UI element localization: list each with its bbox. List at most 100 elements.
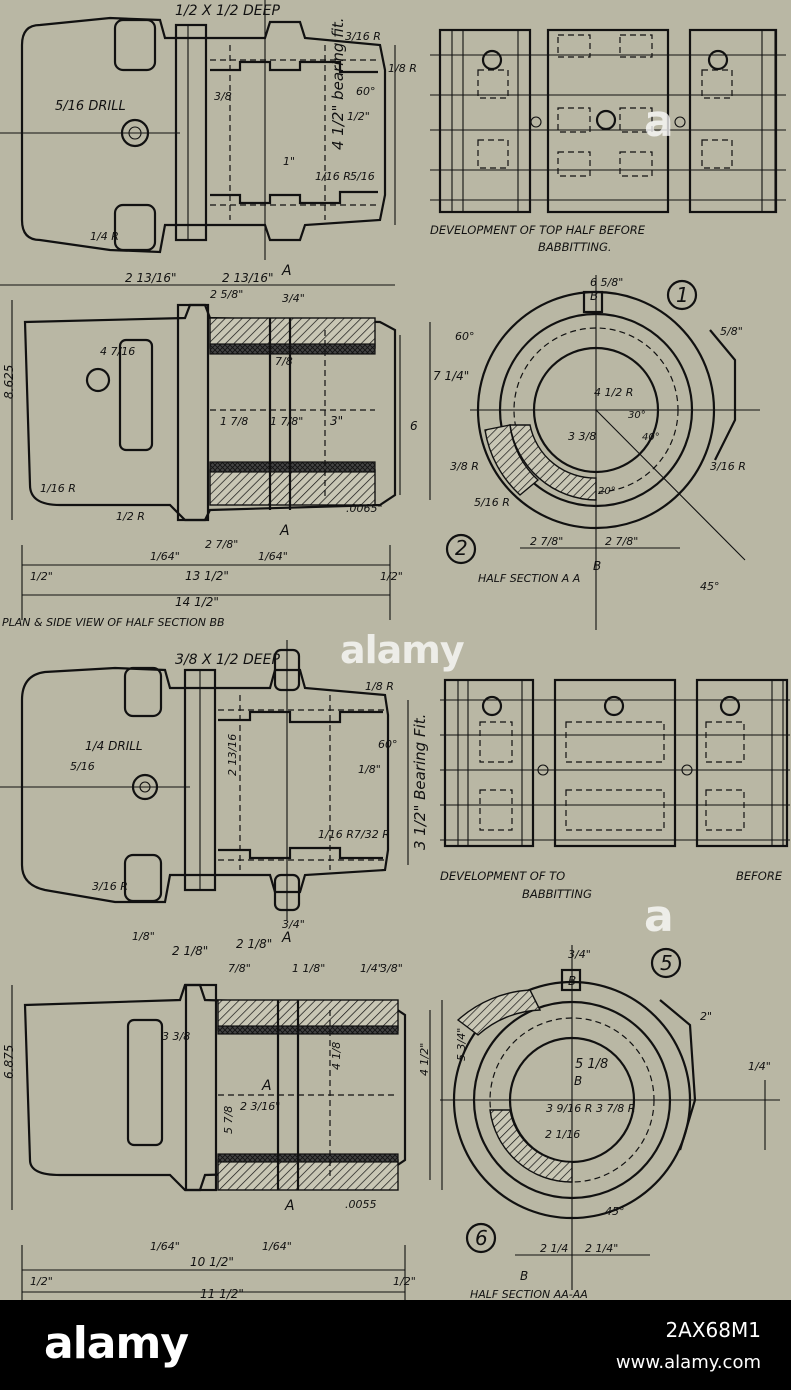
fig6-d-45: 45° — [605, 1205, 625, 1218]
fig2-d-6: 6 — [410, 419, 418, 433]
fig3-deep-note: 3/8 X 1/2 DEEP — [175, 652, 280, 668]
fig6-d-4-1-2: 4 1/2" — [418, 1043, 431, 1076]
fig6-d-1-64b: 1/64" — [262, 1240, 292, 1253]
fig5-number-circle — [650, 947, 682, 979]
fig6-lbl-B-mid: B — [574, 1074, 582, 1088]
fig3-d-3-4: 3/4" — [282, 918, 305, 931]
fig6-overall-6875: 6.875 — [2, 1045, 16, 1079]
fig6-half-section-aaaa — [440, 945, 780, 1290]
fig2-d-2-5-8: 2 5/8" — [210, 288, 243, 301]
fig2-d-30: 30° — [628, 410, 646, 421]
fig3-plan-view — [0, 640, 409, 920]
fig6-d-2-1-4a: 2 1/4 — [540, 1242, 568, 1255]
fig6-d-2-1-8b: 2 1/8" — [236, 937, 272, 951]
fig5-number: 5 — [660, 951, 673, 975]
fig1-deep-note: 1/2 X 1/2 DEEP — [175, 3, 280, 19]
fig2-r-5-16: 5/16 R — [474, 496, 510, 509]
fig2-d-14-1-2: 14 1/2" — [175, 595, 219, 609]
fig6-lbl-A-bottom: A — [284, 1198, 295, 1214]
half-section-aa: HALF SECTION A A — [478, 572, 580, 585]
fig2-d-1-2b: 1/2" — [380, 570, 403, 583]
fig2-d-13-1-2: 13 1/2" — [185, 569, 229, 583]
fig2-r-1-2: 1/2 R — [116, 510, 145, 523]
fig2-d-4-7-16: 4 7/16 — [100, 345, 135, 358]
fig6-r-3-7-8: 3 7/8 R — [596, 1102, 635, 1115]
fig6-d-1-8: 1 1/8" — [292, 962, 325, 975]
fig2-d-1-7-8b: 1 7/8" — [270, 415, 303, 428]
fig6-d-10-1-2: 10 1/2" — [190, 1255, 234, 1269]
fig1-d-60: 60° — [356, 85, 376, 98]
fig3-d-2-13-16: 2 13/16 — [226, 734, 239, 776]
fig2-d-3-4: 3/4" — [282, 292, 305, 305]
fig1-number-circle — [666, 279, 698, 311]
fig2-r-3-3-8: 3 3/8 — [568, 430, 596, 443]
fig2-r-4-1-2: 4 1/2 R — [594, 386, 633, 399]
fig2-d-3in: 3" — [330, 414, 343, 428]
fig3-r-7-32: 7/32 R — [354, 828, 390, 841]
fig2-d-1-7-8a: 1 7/8 — [220, 415, 248, 428]
dev-top-caption-line1: DEVELOPMENT OF TOP HALF BEFORE — [430, 223, 646, 237]
fig2-d-7-8: 7/8 — [275, 355, 293, 368]
fig6-number-circle — [465, 1222, 497, 1254]
fig2-d-5-8: 5/8" — [720, 325, 743, 338]
fig2-overall-8625: 8.625 — [2, 365, 16, 399]
fig6-d-1-4: 1/4" — [360, 962, 383, 975]
fig2-d-2-13-16a: 2 13/16" — [125, 271, 177, 285]
fig6-d-2-1-16: 2 1/16 — [545, 1128, 580, 1141]
fig1-plan-view — [0, 0, 396, 260]
fig2-lbl-A-bottom: A — [279, 523, 290, 539]
fig2-d-1-2a: 1/2" — [30, 570, 53, 583]
fig6-d-5-7-8: 5 7/8 — [222, 1106, 235, 1134]
fig2-d-60: 60° — [455, 330, 475, 343]
fig3-d-60: 60° — [378, 738, 398, 751]
dev-bottom-caption-line1: DEVELOPMENT OF TO — [440, 869, 565, 883]
fig2-d-2-7-8: 2 7/8" — [205, 538, 238, 551]
fig2-d-7-1-4: 7 1/4" — [433, 369, 469, 383]
fig3-d-5-16: 5/16 — [70, 760, 95, 773]
fig6-d-7-8: 7/8" — [228, 962, 251, 975]
fig6-d-2-3-16: 2 3/16" — [240, 1100, 280, 1113]
fig3-r-1-8: 1/8 R — [365, 680, 394, 693]
dev-bottom-caption-line2: BEFORE — [736, 869, 783, 883]
fig6-lbl-A-top: A — [281, 930, 292, 946]
fig6-plan-side-section — [11, 983, 443, 1300]
fig1-d-3-8: 3/8 — [214, 90, 232, 103]
fig6-lbl-B-bottom: B — [520, 1269, 528, 1283]
fig2-d-2-13-16b: 2 13/16" — [222, 271, 274, 285]
fig1-bearing-fit: 4 1/2" bearing fit. — [329, 17, 347, 150]
fig3-d-1-8: 1/8" — [358, 763, 381, 776]
fig6-d-0055: .0055 — [345, 1198, 377, 1211]
footer-logo[interactable]: alamy — [44, 1318, 189, 1369]
plan-caption: PLAN & SIDE VIEW OF HALF SECTION BB — [2, 616, 225, 629]
dev-top-caption-line2: BABBITTING. — [538, 240, 612, 254]
fig2-d-20: 20° — [598, 486, 616, 497]
watermark-mark-a: a — [644, 96, 674, 147]
fig1-r-3-16: 3/16 R — [345, 30, 381, 43]
fig6-d-5-1-8: 5 1/8 — [575, 1057, 608, 1072]
fig6-d-2-1-8: 2 1/8" — [172, 944, 208, 958]
fig6-lbl-A-mid: A — [261, 1078, 272, 1094]
fig2-lbl-B-bottom: B — [593, 559, 601, 573]
fig2-d-1-64a: 1/64" — [150, 550, 180, 563]
stock-footer-bar: alamy 2AX68M1 www.alamy.com — [0, 1300, 791, 1390]
fig6-d-3-4: 3/4" — [568, 948, 591, 961]
fig2-d-2-7-8a: 2 7/8" — [530, 535, 563, 548]
fig6-number: 6 — [475, 1226, 488, 1250]
watermark-mark-b: a — [644, 891, 674, 942]
fig6-d-1-4b: 1/4" — [748, 1060, 771, 1073]
fig6-d-3-8: 3/8" — [380, 962, 403, 975]
fig2-number-circle — [445, 533, 477, 565]
fig2-half-section-aa — [470, 275, 760, 630]
development-top-half-2 — [440, 678, 790, 848]
fig2-lbl-A-top: A — [281, 263, 292, 279]
fig2-lbl-B-top: B — [590, 289, 598, 303]
footer-url[interactable]: www.alamy.com — [615, 1352, 761, 1373]
engineering-drawing: 1/2 X 1/2 DEEP 5/16 DRILL 4 1/2" bearing… — [0, 0, 790, 1300]
fig2-d-6-5-8: 6 5/8" — [590, 276, 623, 289]
fig3-r-1-16: 1/16 R — [318, 828, 354, 841]
fig3-d-1-8b: 1/8" — [132, 930, 155, 943]
fig6-d-1-2a: 1/2" — [30, 1275, 53, 1288]
half-section-aaaa: HALF SECTION AA-AA — [470, 1288, 588, 1300]
fig6-d-11-1-2: 11 1/2" — [200, 1287, 244, 1300]
fig2-number: 2 — [455, 536, 468, 560]
